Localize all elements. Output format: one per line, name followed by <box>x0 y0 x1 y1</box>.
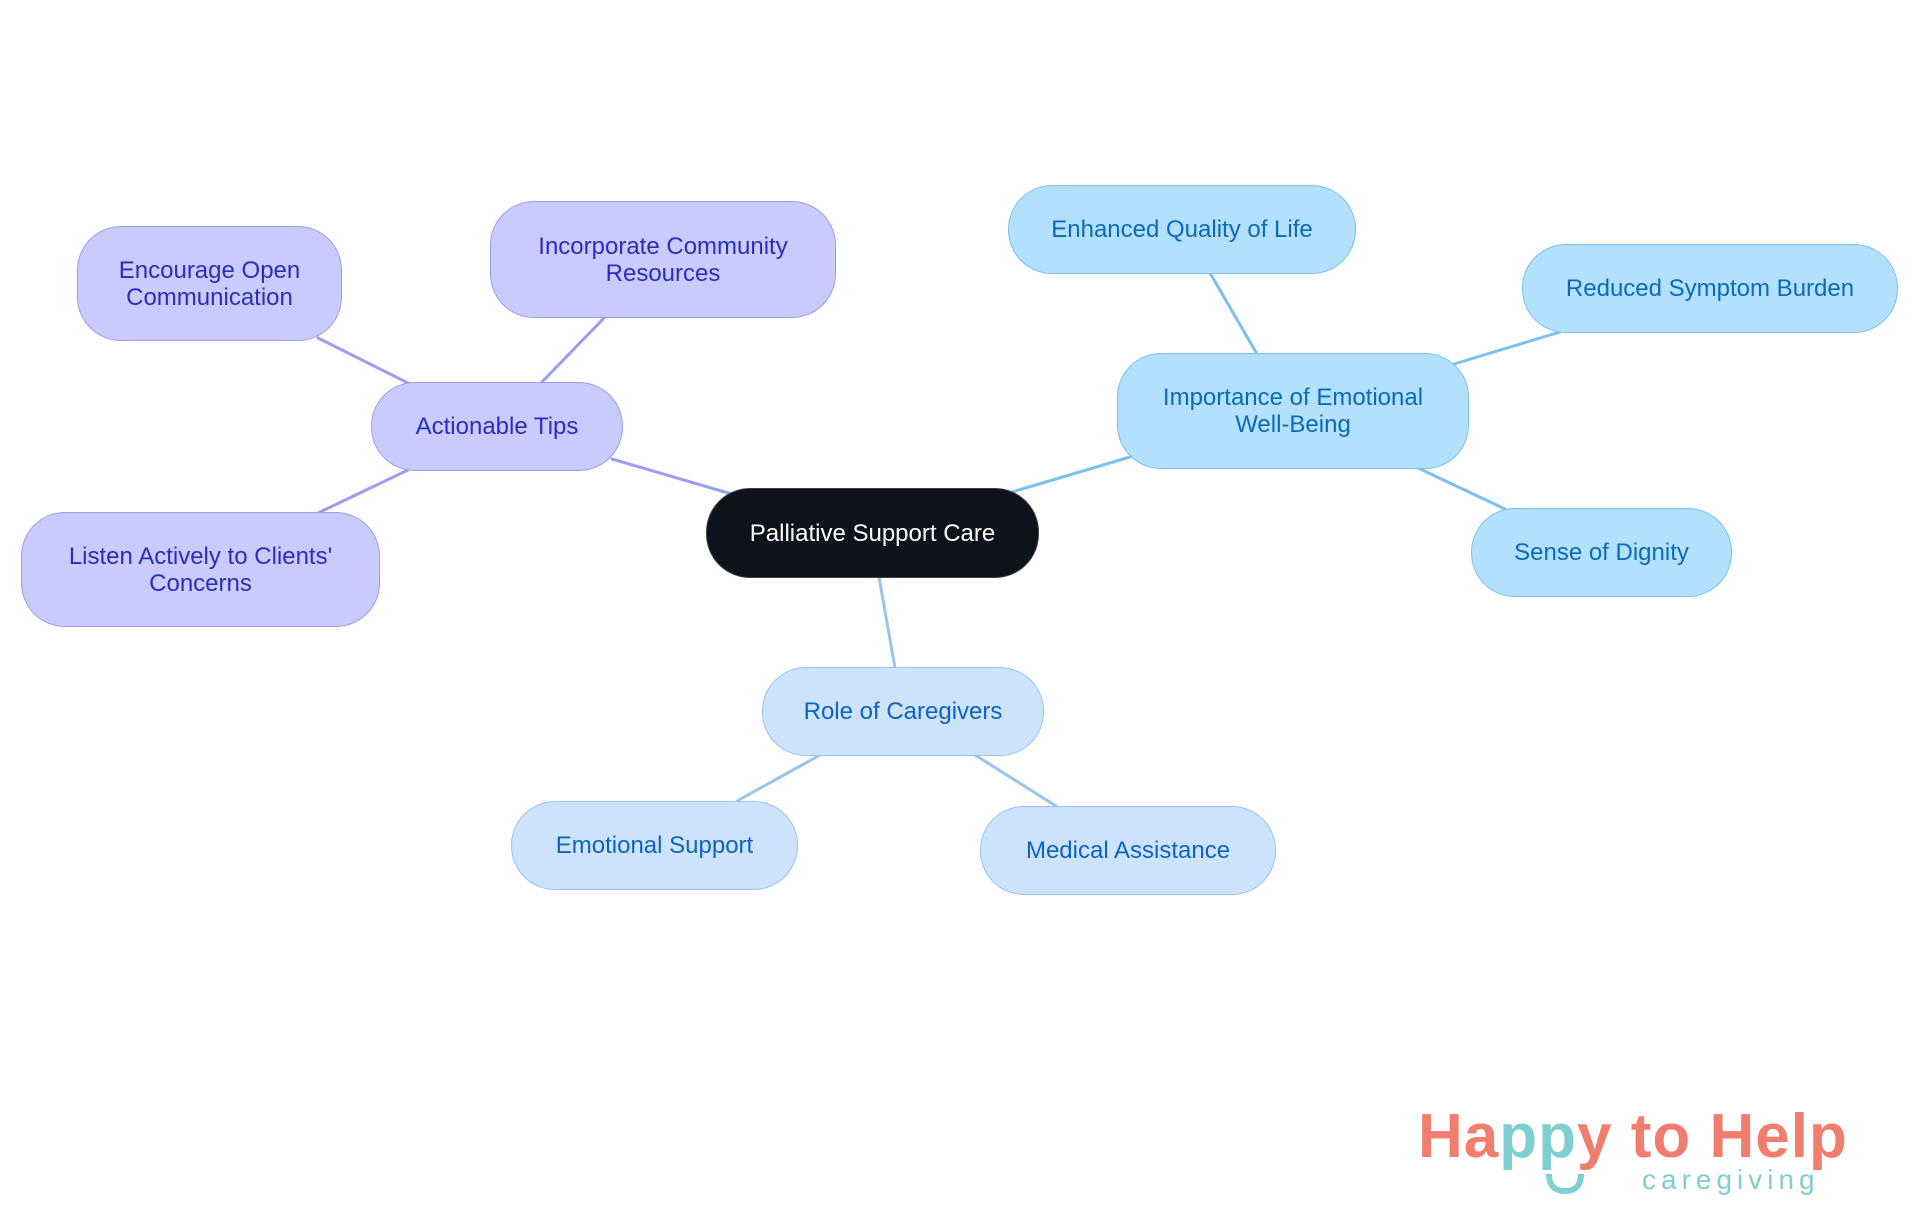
edge-caregivers-medical <box>973 753 1058 808</box>
edge-actionable-listen <box>316 468 410 515</box>
leaf-node-label: Medical Assistance <box>1025 837 1231 864</box>
happy-to-help-logo: Happy to Help caregiving <box>1418 1104 1898 1204</box>
logo-text-part3: y to Help <box>1577 1102 1848 1171</box>
edge-root-actionable <box>610 457 737 497</box>
root-node[interactable]: Palliative Support Care <box>706 488 1039 578</box>
leaf-node-medical-assistance[interactable]: Medical Assistance <box>980 806 1276 895</box>
edge-root-importance <box>1010 455 1132 494</box>
leaf-node-label: Enhanced Quality of Life <box>1051 216 1313 243</box>
branch-node-emotional-well-being[interactable]: Importance of Emotional Well-Being <box>1117 353 1469 469</box>
leaf-node-reduced-symptom-burden[interactable]: Reduced Symptom Burden <box>1522 244 1898 333</box>
logo-subtitle: caregiving <box>1642 1164 1820 1195</box>
edge-caregivers-emotional <box>735 753 822 803</box>
leaf-node-label: Incorporate Community Resources <box>538 232 788 287</box>
branch-node-label: Importance of Emotional Well-Being <box>1162 384 1424 438</box>
leaf-node-sense-of-dignity[interactable]: Sense of Dignity <box>1471 508 1732 597</box>
logo-wordmark: Happy to Help <box>1418 1104 1848 1170</box>
edge-importance-dignity <box>1416 466 1507 511</box>
logo-text-part1: Ha <box>1418 1102 1500 1171</box>
leaf-node-enhanced-quality-of-life[interactable]: Enhanced Quality of Life <box>1008 185 1356 274</box>
root-node-label: Palliative Support Care <box>749 519 996 547</box>
branch-node-label: Actionable Tips <box>415 413 579 440</box>
edge-actionable-encourage <box>316 336 412 386</box>
leaf-node-label: Reduced Symptom Burden <box>1565 275 1855 302</box>
edge-importance-reduced <box>1452 330 1562 366</box>
leaf-node-label: Listen Actively to Clients' Concerns <box>68 542 333 597</box>
leaf-node-emotional-support[interactable]: Emotional Support <box>511 801 798 890</box>
leaf-node-label: Emotional Support <box>555 832 754 859</box>
branch-node-label: Role of Caregivers <box>803 698 1003 725</box>
leaf-node-encourage-open-communication[interactable]: Encourage Open Communication <box>77 226 342 341</box>
leaf-node-listen-actively[interactable]: Listen Actively to Clients' Concerns <box>21 512 380 627</box>
leaf-node-label: Sense of Dignity <box>1514 539 1689 566</box>
logo-text-part2: pp <box>1499 1102 1578 1171</box>
edge-importance-enhanced <box>1208 271 1259 356</box>
smile-icon <box>1546 1173 1584 1194</box>
edge-actionable-incorporate <box>538 315 607 386</box>
leaf-node-incorporate-community-resources[interactable]: Incorporate Community Resources <box>490 201 836 318</box>
branch-node-actionable-tips[interactable]: Actionable Tips <box>371 382 623 471</box>
edge-root-caregivers <box>877 575 897 670</box>
branch-node-role-of-caregivers[interactable]: Role of Caregivers <box>762 667 1044 756</box>
leaf-node-label: Encourage Open Communication <box>118 256 301 311</box>
